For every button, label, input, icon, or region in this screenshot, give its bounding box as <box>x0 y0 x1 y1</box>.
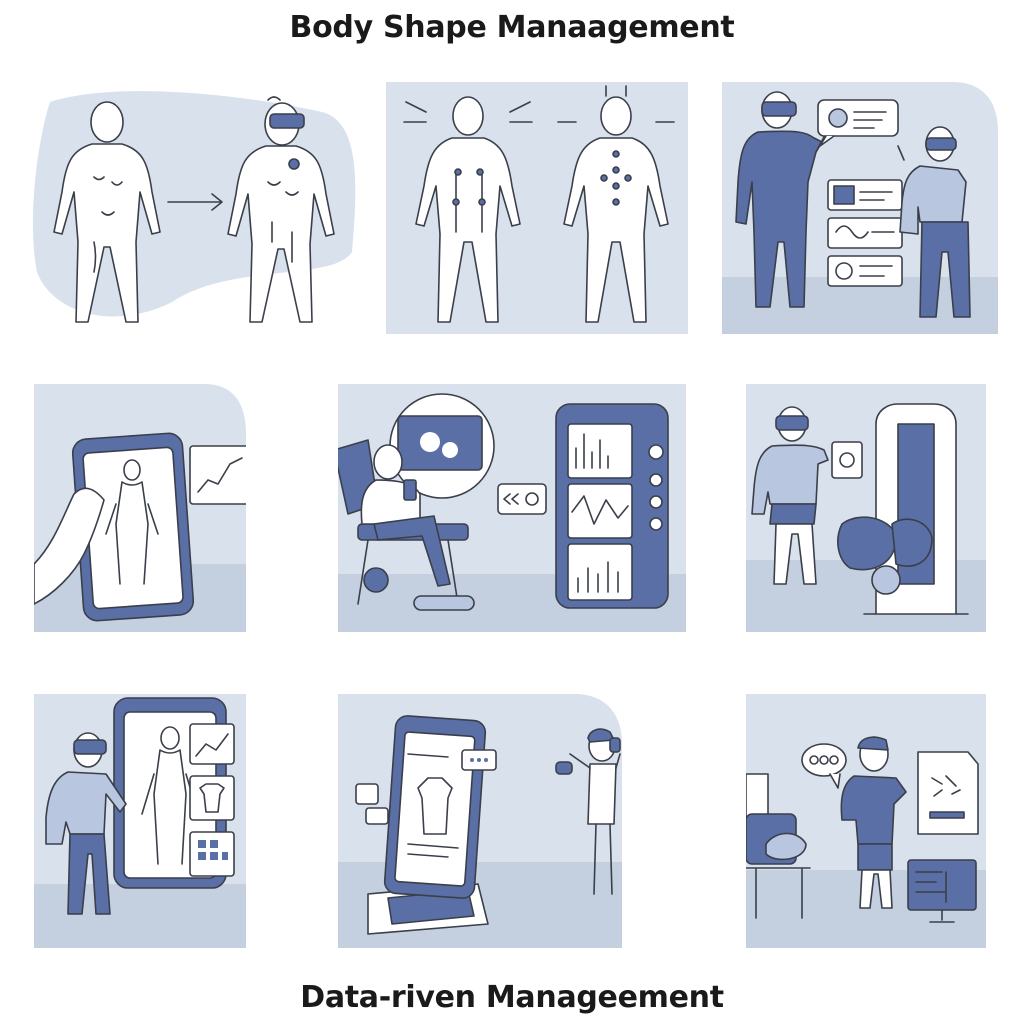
panel-vr-phone-body-scan <box>34 694 246 948</box>
person-seated <box>360 444 451 587</box>
vr-headset-icon <box>925 137 957 151</box>
body-outline-icon <box>403 96 533 323</box>
vr-headset-icon <box>269 113 305 129</box>
weight-machine-icon <box>837 403 969 615</box>
thought-bubble-screen <box>389 393 495 499</box>
person-vr <box>751 406 829 585</box>
panel-body-scan-sequence <box>32 82 362 334</box>
panel-body-sensor-mapping <box>386 82 688 334</box>
line-chart-icon <box>189 723 235 765</box>
vr-headset-icon <box>73 739 107 755</box>
line-chart-icon <box>189 445 246 505</box>
handheld-phone-icon <box>403 479 417 501</box>
shirt-card-icon <box>189 775 235 821</box>
tablet-icon[interactable] <box>367 715 489 935</box>
body-back-outline-icon <box>557 85 675 323</box>
vr-headset-icon <box>761 101 797 117</box>
chat-bubble-icon <box>831 441 863 479</box>
equipment-table <box>746 773 811 919</box>
vr-headset-icon <box>775 415 809 431</box>
person-vr-right <box>897 126 971 318</box>
panel-vr-gym-machine <box>746 384 986 632</box>
arrow-right-icon <box>167 193 223 211</box>
trainer-person <box>840 736 907 909</box>
page-title: Body Shape Manaagement <box>289 10 735 45</box>
grid-icon <box>189 831 235 877</box>
phone-icon[interactable] <box>71 432 195 622</box>
chat-bubble-icon <box>355 749 497 825</box>
person-dumbbells <box>555 728 621 895</box>
panel-tablet-clothing-fit <box>338 694 622 948</box>
dumbbell-icon <box>555 737 621 775</box>
body-outline-icon <box>53 101 161 323</box>
person-vr <box>45 732 127 915</box>
panel-phone-body-analysis <box>34 384 246 632</box>
panel-vr-consultation <box>722 82 998 334</box>
sensor-node-icon <box>600 150 632 206</box>
panel-bench-phone-dashboard <box>338 384 686 632</box>
hand-icon <box>34 487 105 605</box>
document-icon <box>917 751 979 835</box>
info-card-icon <box>827 179 903 287</box>
chat-bubble-icon <box>817 99 899 147</box>
chat-bubble-icon <box>497 483 547 515</box>
chat-bubble-icon <box>801 743 847 789</box>
person-vr-left <box>735 91 825 308</box>
panel-trainer-presentation <box>746 694 986 948</box>
monitor-icon <box>907 859 977 923</box>
footer-title: Data-riven Manageement <box>300 980 724 1015</box>
phone-icon[interactable] <box>555 403 669 609</box>
vr-body-figure <box>227 96 335 323</box>
bar-chart-icon <box>567 543 633 601</box>
